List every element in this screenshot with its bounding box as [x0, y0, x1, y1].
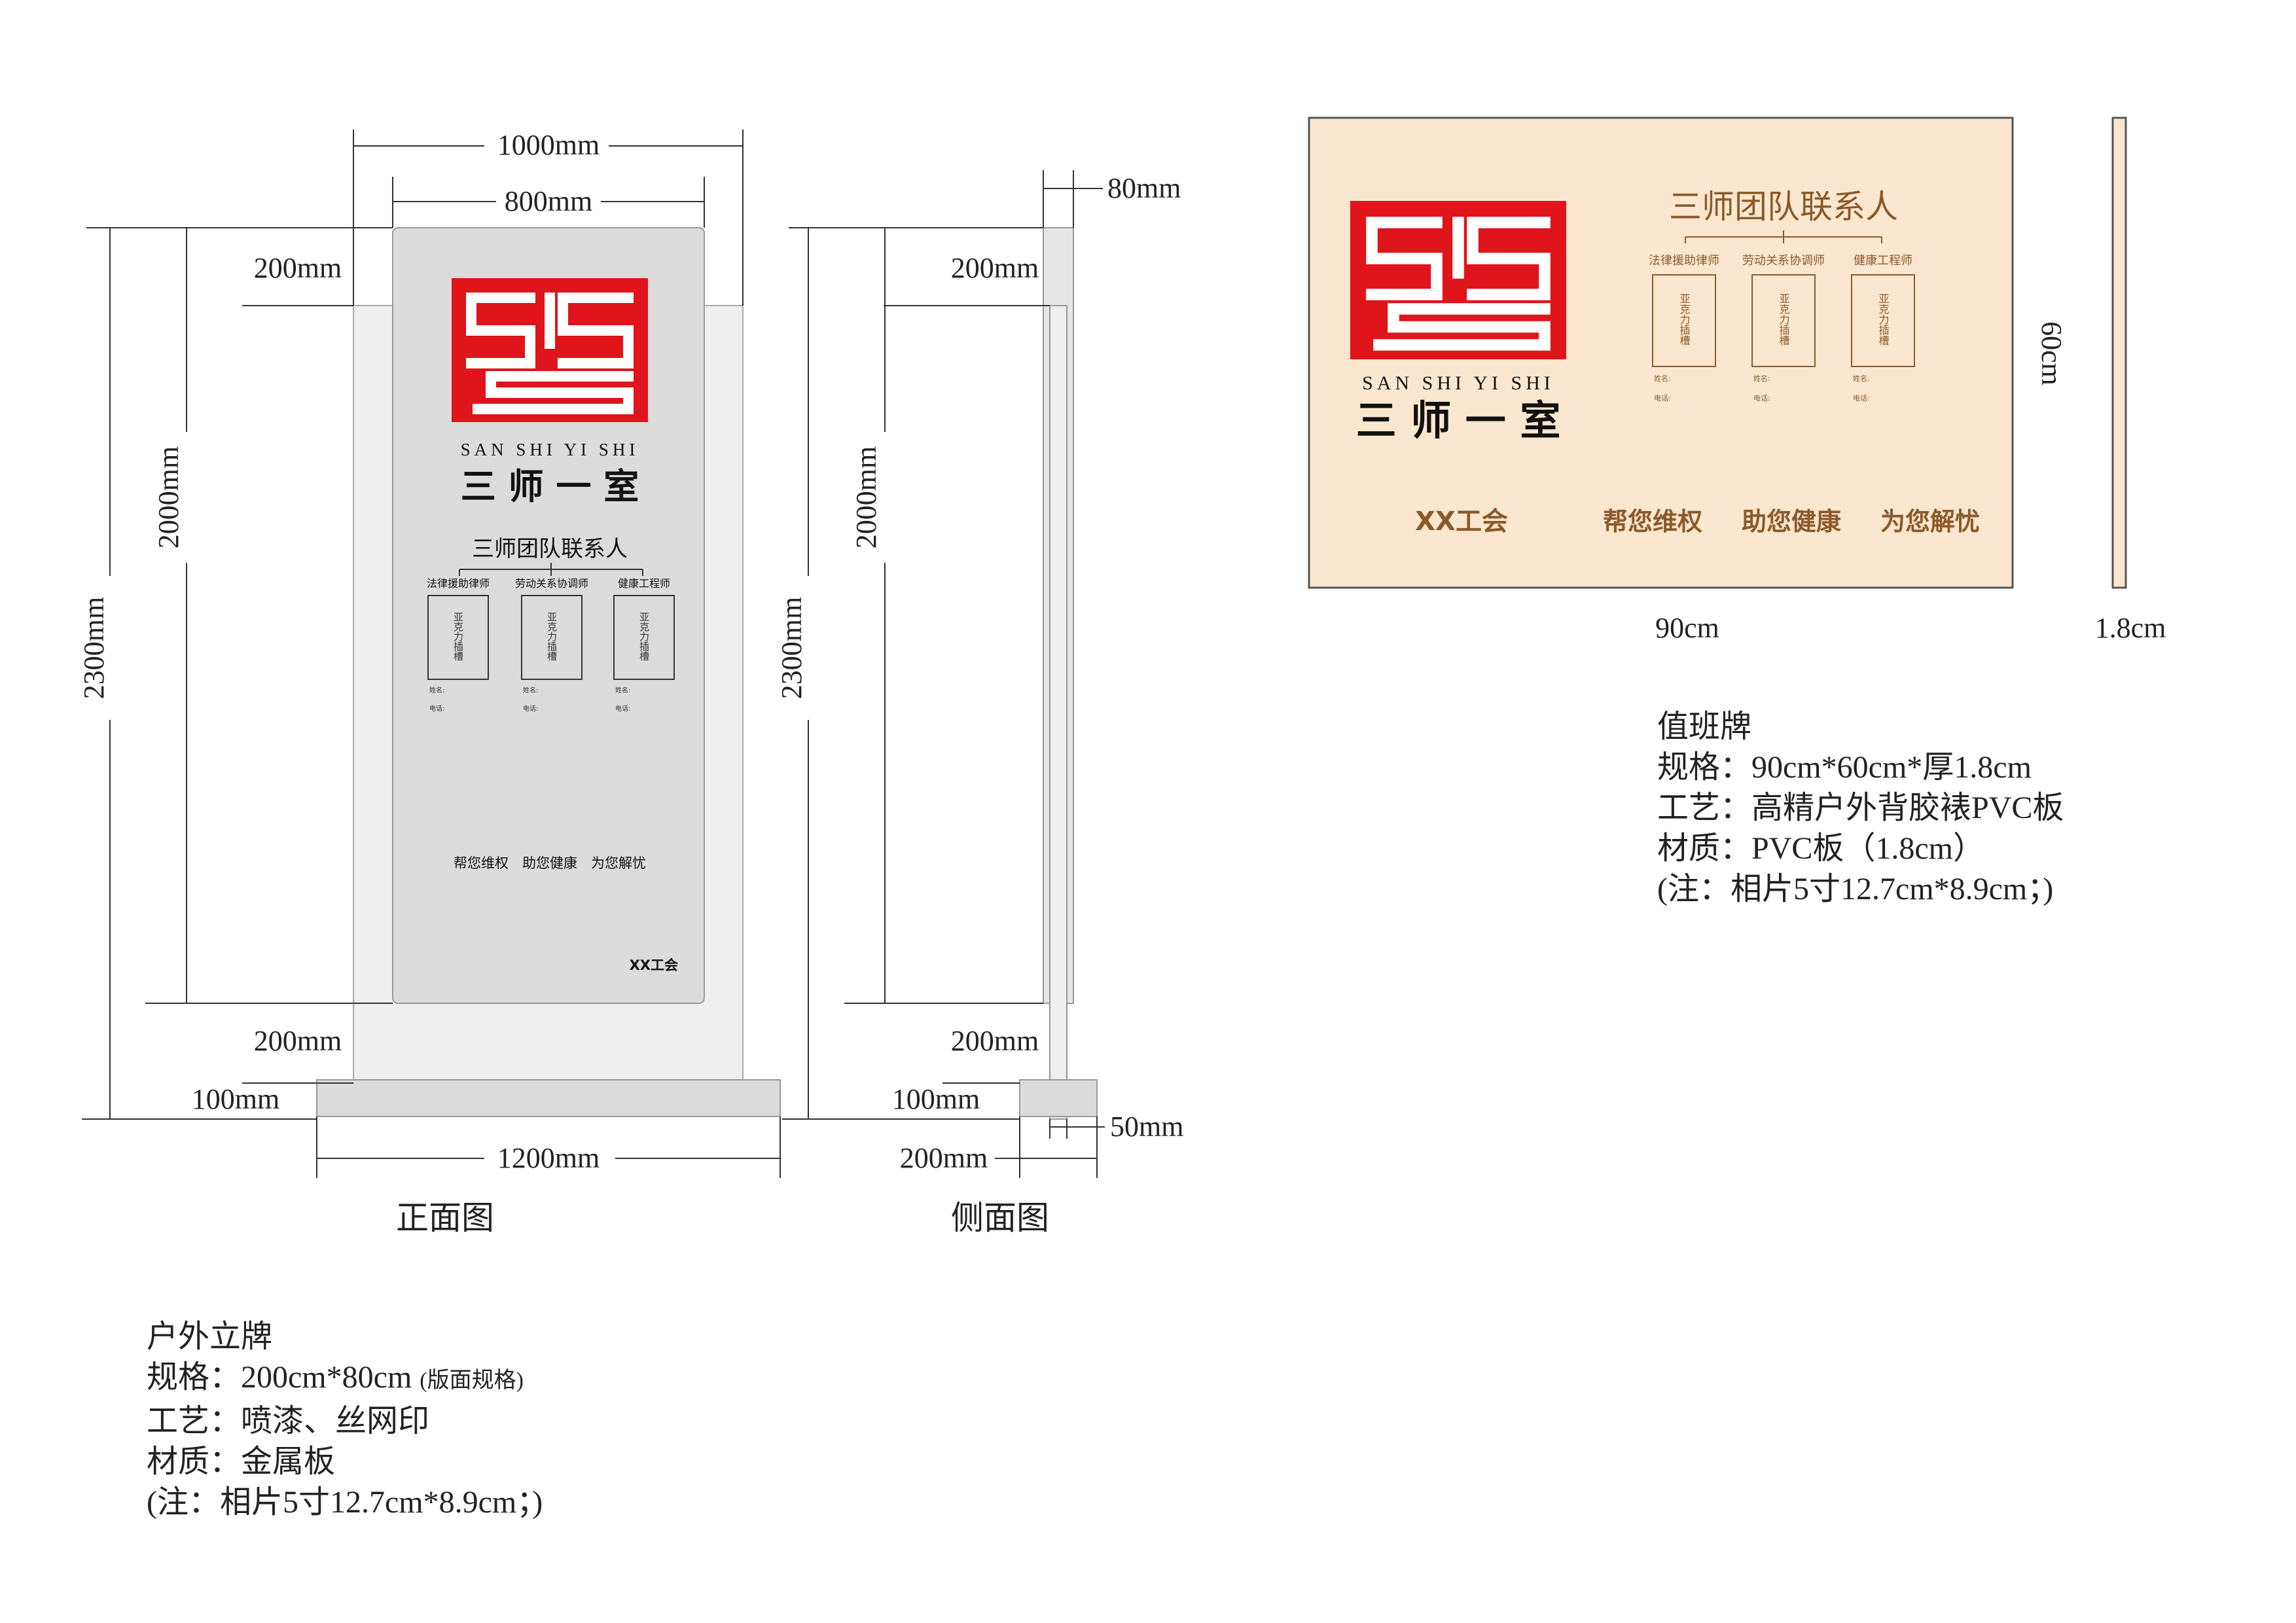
side-dim-top-gap: 200mm: [951, 252, 1039, 284]
front-role-2: 劳动关系协调师: [515, 577, 588, 590]
front-dim-panel-width: 800mm: [505, 185, 592, 217]
duty-role-2: 劳动关系协调师: [1742, 254, 1825, 268]
duty-board-spec-craft: 工艺：高精户外背胶裱PVC板: [1657, 791, 2064, 825]
duty-board: SAN SHI YI SHI 三 师 一 室 三师团队联系人 法律援助律师 劳动…: [1308, 116, 2166, 644]
front-role-1: 法律援助律师: [427, 577, 490, 590]
front-slot-label-3: 亚克力插槽: [638, 612, 650, 661]
duty-height-label: 60cm: [2036, 321, 2068, 385]
front-view: [82, 130, 781, 1178]
front-dim-base-height: 100mm: [192, 1083, 279, 1115]
duty-board-spec-size: 规格：90cm*60cm*厚1.8cm: [1657, 750, 2032, 785]
front-slot-label-2: 亚克力插槽: [546, 612, 558, 661]
duty-phone-label-1: 电话:: [1654, 394, 1671, 402]
outdoor-sign-note: (注：相片5寸12.7cm*8.9cm；): [147, 1485, 543, 1520]
duty-slot-label-3: 亚克力插槽: [1877, 293, 1890, 346]
outdoor-sign-size-note: (版面规格): [420, 1368, 524, 1393]
front-logo-icon: [452, 278, 648, 422]
duty-name-label-3: 姓名:: [1853, 374, 1870, 383]
front-phone-label-1: 电话:: [429, 704, 444, 713]
front-dim-total-height: 2300mm: [78, 597, 110, 699]
duty-logo-icon: [1350, 201, 1566, 359]
duty-logo-cn: 三 师 一 室: [1356, 397, 1561, 444]
outdoor-sign-craft: 工艺：喷漆、丝网印: [147, 1404, 430, 1438]
duty-width-label: 90cm: [1655, 612, 1719, 644]
front-phone-label-2: 电话:: [523, 704, 538, 713]
outdoor-sign-spec-line: 规格：200cm*80cm (版面规格): [147, 1357, 543, 1401]
front-dim-top-gap: 200mm: [254, 252, 342, 284]
side-dim-post-depth: 50mm: [1110, 1111, 1183, 1143]
side-dim-base-height: 100mm: [892, 1083, 980, 1115]
front-dim-panel-height: 2000mm: [152, 446, 185, 548]
front-name-label-1: 姓名:: [429, 686, 444, 694]
duty-logo-pinyin: SAN SHI YI SHI: [1362, 372, 1554, 394]
side-dim-base-depth: 200mm: [900, 1142, 988, 1174]
duty-phone-label-2: 电话:: [1753, 394, 1770, 402]
front-name-label-3: 姓名:: [615, 686, 630, 694]
duty-phone-label-3: 电话:: [1853, 394, 1870, 402]
front-logo-pinyin: SAN SHI YI SHI: [461, 440, 639, 459]
duty-thickness-label: 1.8cm: [2095, 612, 2166, 644]
front-dim-outer-width: 1000mm: [497, 129, 600, 161]
duty-org: XX工会: [1415, 507, 1508, 537]
duty-slot-label-1: 亚克力插槽: [1678, 293, 1691, 346]
side-dim-panel-height: 2000mm: [850, 446, 882, 548]
side-dim-labels: 80mm 200mm 2000mm 2300mm 200mm 100mm 50m…: [776, 172, 1183, 1237]
front-view-caption: 正面图: [396, 1199, 494, 1237]
duty-title: 三师团队联系人: [1669, 188, 1898, 226]
front-dim-bottom-gap: 200mm: [254, 1025, 342, 1057]
front-name-label-2: 姓名:: [523, 686, 538, 694]
duty-name-label-1: 姓名:: [1654, 374, 1671, 383]
duty-slot-label-2: 亚克力插槽: [1778, 293, 1790, 346]
front-slot-label-1: 亚克力插槽: [452, 612, 464, 661]
side-dim-total-height: 2300mm: [776, 597, 808, 699]
duty-role-3: 健康工程师: [1854, 254, 1912, 268]
outdoor-sign-size: 规格：200cm*80cm: [147, 1360, 412, 1395]
duty-board-edge: [2111, 116, 2127, 589]
front-dim-base-width: 1200mm: [497, 1142, 600, 1174]
front-role-3: 健康工程师: [618, 577, 670, 590]
duty-name-label-2: 姓名:: [1753, 374, 1770, 383]
front-org: XX工会: [630, 957, 678, 973]
duty-slogan-2: 助您健康: [1742, 507, 1841, 536]
outdoor-sign-name: 户外立牌: [147, 1319, 273, 1354]
outdoor-sign-spec: 户外立牌 规格：200cm*80cm (版面规格) 工艺：喷漆、丝网印 材质：金…: [147, 1317, 543, 1523]
side-base: [1019, 1079, 1098, 1117]
front-panel-title: 三师团队联系人: [472, 536, 628, 562]
front-base: [316, 1079, 781, 1117]
side-dim-thickness: 80mm: [1107, 172, 1181, 204]
duty-board-spec-note: (注：相片5寸12.7cm*8.9cm；): [1657, 872, 2054, 906]
side-dim-bottom-gap: 200mm: [951, 1025, 1039, 1057]
front-phone-label-3: 电话:: [615, 704, 630, 713]
front-logo-cn: 三 师 一 室: [461, 466, 639, 507]
duty-slogan-3: 为您解忧: [1880, 507, 1980, 536]
side-view: [782, 170, 1105, 1178]
duty-board-spec: 值班牌 规格：90cm*60cm*厚1.8cm 工艺：高精户外背胶裱PVC板 材…: [1657, 707, 2064, 910]
front-slogan: 帮您维权 助您健康 为您解忧: [454, 855, 646, 871]
front-panel-content: SAN SHI YI SHI 三 师 一 室 三师团队联系人 法律援助律师 劳动…: [427, 278, 678, 973]
duty-slogan-1: 帮您维权: [1603, 507, 1702, 536]
side-post: [1049, 305, 1067, 1120]
duty-board-spec-material: 材质：PVC板（1.8cm）: [1657, 831, 1985, 866]
duty-board-spec-name: 值班牌: [1657, 709, 1752, 744]
side-view-caption: 侧面图: [951, 1199, 1049, 1237]
outdoor-sign-material: 材质：金属板: [147, 1444, 336, 1479]
front-dim-labels: 1000mm 800mm 200mm 2000mm 2300mm 200mm 1…: [78, 129, 600, 1237]
duty-role-1: 法律援助律师: [1649, 254, 1719, 268]
